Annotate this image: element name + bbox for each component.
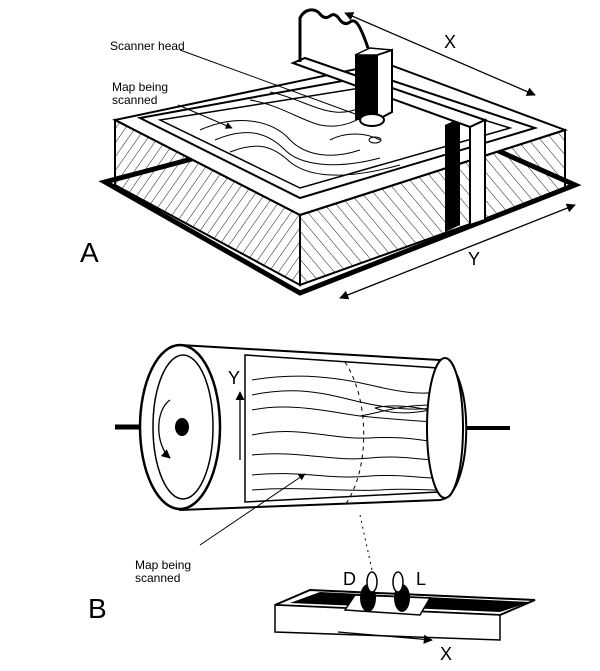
map-leader-b [199, 473, 306, 546]
drum-left-cap-inner [152, 354, 214, 500]
scanner-head-label: Scanner head [110, 39, 185, 53]
sensor-carriage [274, 571, 536, 641]
x-axis-arrow [344, 12, 536, 96]
sensor-beam [359, 514, 373, 571]
gantry-post [469, 118, 486, 227]
l-label: L [416, 569, 426, 589]
y-axis-arrow [339, 203, 576, 300]
y-axis-label-b: Y [228, 368, 240, 388]
drum-map-contours [251, 375, 437, 491]
map-contours [199, 91, 401, 176]
map-label-a-line2: scanned [112, 93, 157, 107]
map-label-b-line1: Map being [135, 558, 191, 572]
drum-scan-line [344, 361, 365, 506]
panel-b-label: B [88, 593, 107, 624]
drum-right-cap [426, 357, 464, 499]
panel-a-label: A [80, 237, 99, 268]
y-axis-label-a: Y [468, 249, 480, 269]
d-label: D [343, 569, 356, 589]
panel-a-flatbed-scanner: Scanner head Map being scanned X Y A [80, 8, 582, 300]
map-label-b-line2: scanned [135, 571, 180, 585]
map-leader-a [177, 104, 233, 129]
x-axis-label-b: X [440, 644, 452, 664]
scanner-head [354, 47, 393, 127]
x-axis-arrow-b [337, 631, 433, 644]
map-label-a-line1: Map being [112, 80, 168, 94]
scanner-head-leader [179, 49, 359, 116]
drum-hub [175, 418, 189, 436]
rotation-arrow [158, 399, 171, 459]
map-frame-inner [157, 85, 513, 189]
map-frame-outer [136, 73, 539, 200]
x-axis-label-a: X [444, 32, 456, 52]
panel-b-drum-scanner: Y Map being scanned D L X B [88, 343, 536, 664]
gantry-rail [445, 118, 460, 232]
